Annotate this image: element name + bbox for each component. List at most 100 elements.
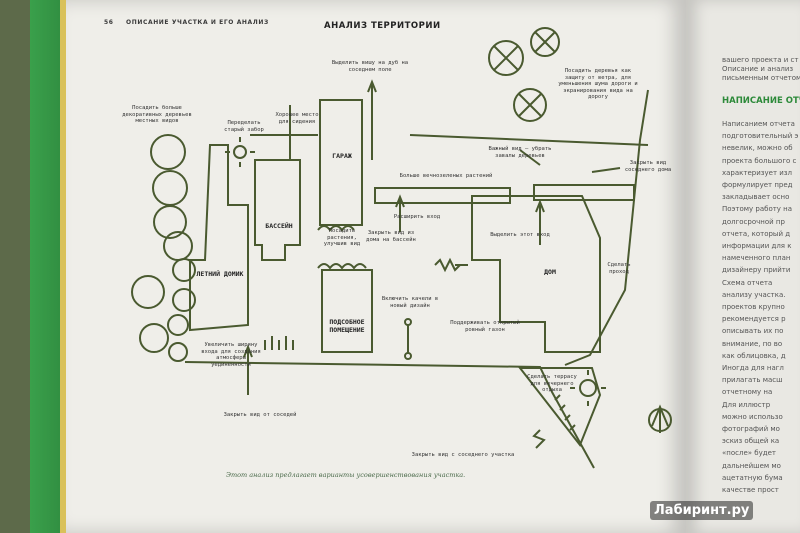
right-page-body-line: намеченного план [722,254,791,263]
right-page-body-line: прилагать масш [722,376,783,385]
sun-rays [225,137,255,167]
tree-icon [172,258,196,282]
right-page-body-line: дизайнеру прийти [722,266,791,275]
note-widen-entrance: Увеличить ширину входа для создания атмо… [201,342,261,368]
left-page [66,0,686,533]
house-shape [471,195,601,353]
arrow-neighbor-view [243,344,253,395]
right-page-body-line: ацетатную бума [722,473,783,482]
new-tree-icon [513,88,547,122]
note-redo-fence: Переделать старый забор [224,120,264,133]
page-number: 56 [104,19,114,26]
plan-boundary-bottom [184,361,595,469]
right-page-body-line: анализу участка. [722,290,786,299]
note-important-view: Важный вид – убрать завалы деревьев [488,146,552,159]
arrow-close-view [591,167,621,173]
right-page-body-line: качестве прост [722,486,779,494]
plan-label-pool: БАССЕЙН [265,222,293,230]
hedge-evergreen-left [374,187,511,204]
right-page-body-line: долгосрочной пр [722,217,785,226]
plan-boundary-right [564,89,649,366]
right-page-body-line: рекомендуется р [722,315,786,324]
terrace-hatching [554,394,576,431]
note-maintain-lawn: Поддерживать открытый ровный газон [450,320,520,333]
garage-shape [319,99,363,226]
note-close-neighbor-house-view: Закрыть вид соседнего дома [624,160,672,173]
right-page-body-line: отчетному на [722,388,773,397]
right-page-body-line: фотографий мо [722,425,780,433]
plan-label-utility-room: ПОДСОБНОЕ ПОМЕЩЕНИЕ [329,318,365,334]
swing-icon [404,318,412,326]
note-good-sitting-place: Хорошее место для сидения [275,112,319,125]
north-arrow-needle [651,404,669,433]
note-more-evergreens: Больше вечнозеленых растений [399,173,493,179]
figure-caption: Этот анализ предлагает варианты усоверше… [226,471,466,479]
shrub-row [317,225,355,232]
note-plant-native-trees: Посадить больше декоративных деревьев ме… [122,105,192,124]
utility-room-shape [321,269,373,353]
new-tree-cross [493,45,519,71]
note-include-swing: Включить качели в новый дизайн [381,296,439,309]
right-page-body-line: Иногда для нагл [722,364,784,372]
right-page-body-line: отчета, который д [722,229,791,238]
arrow-view-oak [367,79,377,160]
summer-house-shape [189,144,249,332]
zigzag-view-arrow [434,257,468,273]
shrub-row [317,263,367,270]
note-make-terrace: Сделать террасу для вечернего отдыха [527,374,577,393]
note-plant-improve-view: Посадить растения, улучшив вид [323,228,361,247]
right-page-body-line: дальнейшем мо [722,461,781,470]
right-page-line: вашего проекта и ст [722,56,799,64]
right-page-body-line: эскиз общей ка [722,437,780,446]
note-highlight-entrance: Выделить этот вход [490,232,550,238]
right-page-body-line: информации для к [722,242,792,250]
note-highlight-oak-view: Выделить вишу на дуб на соседнем поле [331,60,409,73]
right-page-body-line: закладывает осно [722,193,790,202]
note-plant-wind-trees: Посадить деревья как защиту от ветра, дл… [558,68,638,100]
hedge-evergreen-right [533,184,635,201]
page-title: АНАЛИЗ ТЕРРИТОРИИ [324,21,441,31]
tree-icon [168,342,188,362]
right-page-body-line: характеризует изл [722,168,792,177]
right-page-line: письменным отчетом [722,74,800,82]
right-page-body-line: Схема отчета [722,278,773,287]
note-make-passage: Сделать проход [607,262,631,275]
pool-shape [254,159,301,261]
arrow-entrance [395,194,405,232]
note-expand-entrance: Расширить вход [393,214,441,220]
right-page-body-line: внимание, по во [722,339,783,348]
right-page-body-line: проекта большого с [722,156,797,165]
plan-label-summer-house: ЛЕТНИЙ ДОМИК [196,270,244,278]
note-close-neighbors-view: Закрыть вид от соседей [223,412,297,418]
right-page-body-line: формулирует пред [722,181,793,189]
right-page-body-line: как облицовка, д [722,351,786,360]
tree-icon [150,134,186,170]
right-page-body-line: Для иллюстр [722,400,771,409]
arrow-important-view [519,149,541,166]
tree-icon [153,205,187,239]
sun-icon [233,145,247,159]
tree-icon [172,288,196,312]
right-page-body-line: невелик, можно об [722,144,793,153]
arrow-house-entrance [535,199,545,245]
watermark-logo: Лабиринт.ру [650,501,754,520]
entrance-hatching [264,336,294,350]
right-page-body-line: можно использо [722,412,783,421]
note-close-neighbor-plot-view: Закрыть вид с соседнего участка [411,452,515,458]
new-tree-cross [534,31,556,53]
right-page-heading: НАПИСАНИЕ ОТЧ [722,96,800,106]
plan-boundary-road [409,134,649,146]
right-page-body-line: описывать их по [722,327,784,336]
tree-icon [139,323,169,353]
tree-icon [131,275,165,309]
tree-icon [152,170,188,206]
right-page [686,0,800,533]
new-tree-icon [530,27,560,57]
right-page-body-line: подготовительный э [722,132,799,141]
tree-icon [167,314,189,336]
new-tree-icon [488,40,524,76]
plan-label-garage: ГАРАЖ [332,152,352,160]
terrace-shape [517,367,602,447]
zigzag-terrace-arrow [532,429,546,449]
